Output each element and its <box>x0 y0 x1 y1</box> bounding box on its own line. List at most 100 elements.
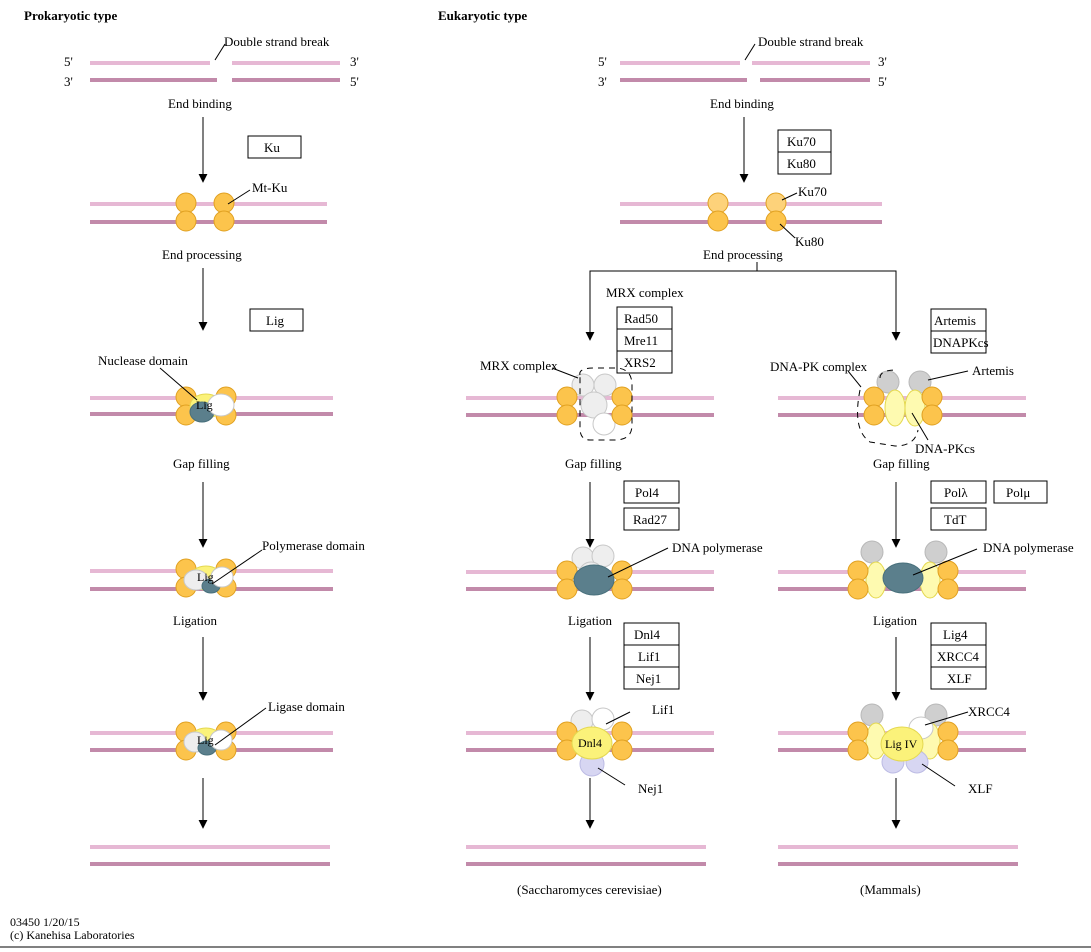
prok-five-prime-bottom: 5' <box>350 74 359 89</box>
euk-artemis-label: Artemis <box>972 363 1014 378</box>
svg-text:XRS2: XRS2 <box>624 355 656 370</box>
svg-text:XRCC4: XRCC4 <box>937 649 979 664</box>
prok-mt-ku-label: Mt-Ku <box>252 180 288 195</box>
euk-box-ku70[interactable]: Ku70 <box>777 129 832 153</box>
euk-five-prime-bottom: 5' <box>878 74 887 89</box>
svg-text:Rad27: Rad27 <box>633 512 667 527</box>
eukaryotic-title: Eukaryotic type <box>438 8 527 23</box>
euk-five-prime-top: 5' <box>598 54 607 69</box>
euk-box-ku80[interactable]: Ku80 <box>777 151 832 175</box>
euk-three-prime-bottom: 3' <box>598 74 607 89</box>
prok-step-ligation: Ligation <box>173 613 218 628</box>
euk-xrcc4-label: XRCC4 <box>968 704 1010 719</box>
euk-mrx-complex: MRX complex <box>466 358 714 441</box>
euk-box-nej1[interactable]: Nej1 <box>623 666 680 690</box>
prok-repaired-dna <box>90 845 330 866</box>
euk-nej1-label: Nej1 <box>638 781 663 796</box>
prok-polymerase-label: Polymerase domain <box>262 538 365 553</box>
prok-step-end-binding: End binding <box>168 96 232 111</box>
euk-ku70-label: Ku70 <box>798 184 827 199</box>
euk-mrx-label: MRX complex <box>480 358 558 373</box>
euk-step-end-processing: End processing <box>703 247 783 262</box>
svg-text:Artemis: Artemis <box>934 313 976 328</box>
euk-ku80-label: Ku80 <box>795 234 824 249</box>
euk-yeast-repaired-dna <box>466 845 706 866</box>
prok-nuclease-label: Nuclease domain <box>98 353 188 368</box>
prok-step-end-processing: End processing <box>162 247 242 262</box>
svg-text:Mre11: Mre11 <box>624 333 658 348</box>
euk-dsb-label: Double strand break <box>758 34 864 49</box>
svg-text:Ku80: Ku80 <box>787 156 816 171</box>
euk-yeast-step-ligation: Ligation <box>568 613 613 628</box>
svg-text:Lig4: Lig4 <box>943 627 968 642</box>
svg-text:TdT: TdT <box>944 512 966 527</box>
euk-yeast-polymerase-complex: DNA polymerase <box>466 540 763 600</box>
euk-yeast-ligase-complex: Dnl4 Lif1 Nej1 <box>466 702 714 796</box>
prok-lig-label-3: Lig <box>197 733 214 747</box>
prokaryotic-title: Prokaryotic type <box>24 8 117 23</box>
svg-text:Polμ: Polμ <box>1006 485 1030 500</box>
euk-mammal-species-label: (Mammals) <box>860 882 921 897</box>
footer-id: 03450 1/20/15 <box>10 915 80 929</box>
euk-box-rad27[interactable]: Rad27 <box>623 507 680 531</box>
svg-text:Lif1: Lif1 <box>638 649 660 664</box>
euk-box-polmu[interactable]: Polμ <box>993 480 1048 504</box>
euk-box-dnapkcs[interactable]: DNAPKcs <box>930 330 989 354</box>
euk-box-pol4[interactable]: Pol4 <box>623 480 680 504</box>
prok-step-gap-filling: Gap filling <box>173 456 230 471</box>
euk-dnapk-complex-label: DNA-PK complex <box>770 359 868 374</box>
svg-text:Polλ: Polλ <box>944 485 968 500</box>
prok-ku-bound-dna: Mt-Ku <box>90 180 327 232</box>
euk-box-rad50[interactable]: Rad50 <box>616 306 673 330</box>
euk-dsb-dna: 5' 3' 3' 5' Double strand break <box>598 34 887 89</box>
euk-box-dnl4[interactable]: Dnl4 <box>623 622 680 646</box>
euk-dnapkcs-label: DNA-PKcs <box>915 441 975 456</box>
svg-text:XLF: XLF <box>947 671 972 686</box>
prok-nuclease-complex: Lig Nuclease domain <box>90 353 333 426</box>
svg-text:Ku: Ku <box>264 140 280 155</box>
euk-dnl4-label: Dnl4 <box>578 736 602 750</box>
euk-mammal-dna-pol-label: DNA polymerase <box>983 540 1074 555</box>
euk-xlf-label: XLF <box>968 781 993 796</box>
svg-text:Dnl4: Dnl4 <box>634 627 661 642</box>
euk-yeast-species-label: (Saccharomyces cerevisiae) <box>517 882 662 897</box>
euk-yeast-dna-pol-label: DNA polymerase <box>672 540 763 555</box>
footer-copyright: (c) Kanehisa Laboratories <box>10 928 135 942</box>
euk-box-lig4[interactable]: Lig4 <box>930 622 987 646</box>
euk-box-xrcc4[interactable]: XRCC4 <box>930 644 987 668</box>
euk-dnapk-complex: DNA-PK complex Artemis DNA-PKcs <box>770 359 1026 456</box>
prok-five-prime-top: 5' <box>64 54 73 69</box>
euk-mammal-repaired-dna <box>778 845 1018 866</box>
prok-lig-label-1: Lig <box>196 398 213 412</box>
svg-text:DNAPKcs: DNAPKcs <box>933 335 989 350</box>
euk-box-pollambda[interactable]: Polλ <box>930 480 987 504</box>
euk-three-prime-top: 3' <box>878 54 887 69</box>
euk-lif1-label: Lif1 <box>652 702 674 717</box>
prok-three-prime-bottom: 3' <box>64 74 73 89</box>
euk-box-tdt[interactable]: TdT <box>930 507 987 531</box>
euk-box-xlf[interactable]: XLF <box>930 666 987 690</box>
euk-mammal-ligase-complex: Lig IV XRCC4 XLF <box>778 703 1026 796</box>
prok-three-prime-top: 3' <box>350 54 359 69</box>
prok-lig-label-2: Lig <box>197 570 214 584</box>
prok-polymerase-complex: Lig Polymerase domain <box>90 538 365 598</box>
euk-box-xrs2[interactable]: XRS2 <box>616 350 673 374</box>
euk-ku-bound-dna: Ku70 Ku80 <box>620 184 882 249</box>
euk-step-end-binding: End binding <box>710 96 774 111</box>
svg-text:Rad50: Rad50 <box>624 311 658 326</box>
euk-box-mre11[interactable]: Mre11 <box>616 328 673 352</box>
euk-box-lif1[interactable]: Lif1 <box>623 644 680 668</box>
euk-mammal-polymerase-complex: DNA polymerase <box>778 540 1074 600</box>
euk-box-artemis[interactable]: Artemis <box>930 308 987 332</box>
prok-ligase-label: Ligase domain <box>268 699 345 714</box>
prok-ligase-complex: Lig Ligase domain <box>90 699 345 761</box>
euk-mammal-step-gap-filling: Gap filling <box>873 456 930 471</box>
prok-dsb-label: Double strand break <box>224 34 330 49</box>
euk-mrx-title: MRX complex <box>606 285 684 300</box>
prok-box-lig[interactable]: Lig <box>249 308 304 332</box>
svg-text:Lig: Lig <box>266 313 285 328</box>
svg-text:Pol4: Pol4 <box>635 485 659 500</box>
prok-box-ku[interactable]: Ku <box>247 135 302 159</box>
euk-mammal-step-ligation: Ligation <box>873 613 918 628</box>
